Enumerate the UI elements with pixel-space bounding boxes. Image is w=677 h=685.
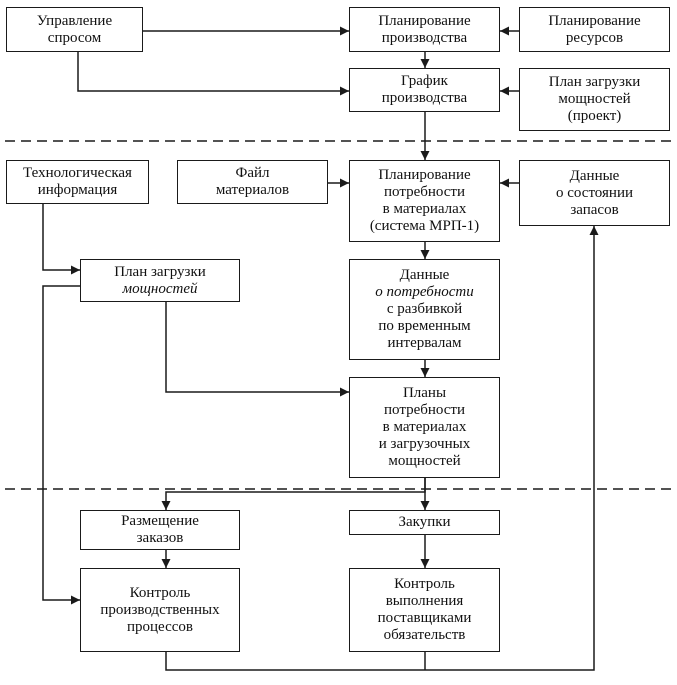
requirements-plans-box: Планы потребности в материалах и загрузо… [349,377,500,478]
materials-file-box: Файл материалов [177,160,328,204]
inventory-data-box: Данные о состоянии запасов [519,160,670,226]
production-schedule-box: График производства [349,68,500,112]
production-planning-box: Планирование производства [349,7,500,52]
supplier-control-box: Контроль выполнения поставщиками обязате… [349,568,500,652]
requirements-data-box: Данные о потребности с разбивкой по врем… [349,259,500,360]
order-placement-box: Размещение заказов [80,510,240,550]
technological-info-box: Технологическая информация [6,160,149,204]
process-control-box: Контроль производственных процессов [80,568,240,652]
arrow-demand-to-schedule [77,52,349,96]
purchasing-box: Закупки [349,510,500,535]
arrow-capacity-to-plans [165,302,349,397]
feedback-line-to-inventory [165,226,599,671]
mrp-planning-box: Планирование потребности в материалах (с… [349,160,500,242]
capacity-plan-project-box: План загрузки мощностей (проект) [519,68,670,131]
resource-planning-box: Планирование ресурсов [519,7,670,52]
arrow-plans-to-orders [161,478,426,510]
capacity-plan-box: План загрузки мощностей [80,259,240,302]
demand-management-box: Управление спросом [6,7,143,52]
arrow-tech-info-to-capacity [42,204,80,275]
arrow-capacity-to-process-control [42,285,80,605]
